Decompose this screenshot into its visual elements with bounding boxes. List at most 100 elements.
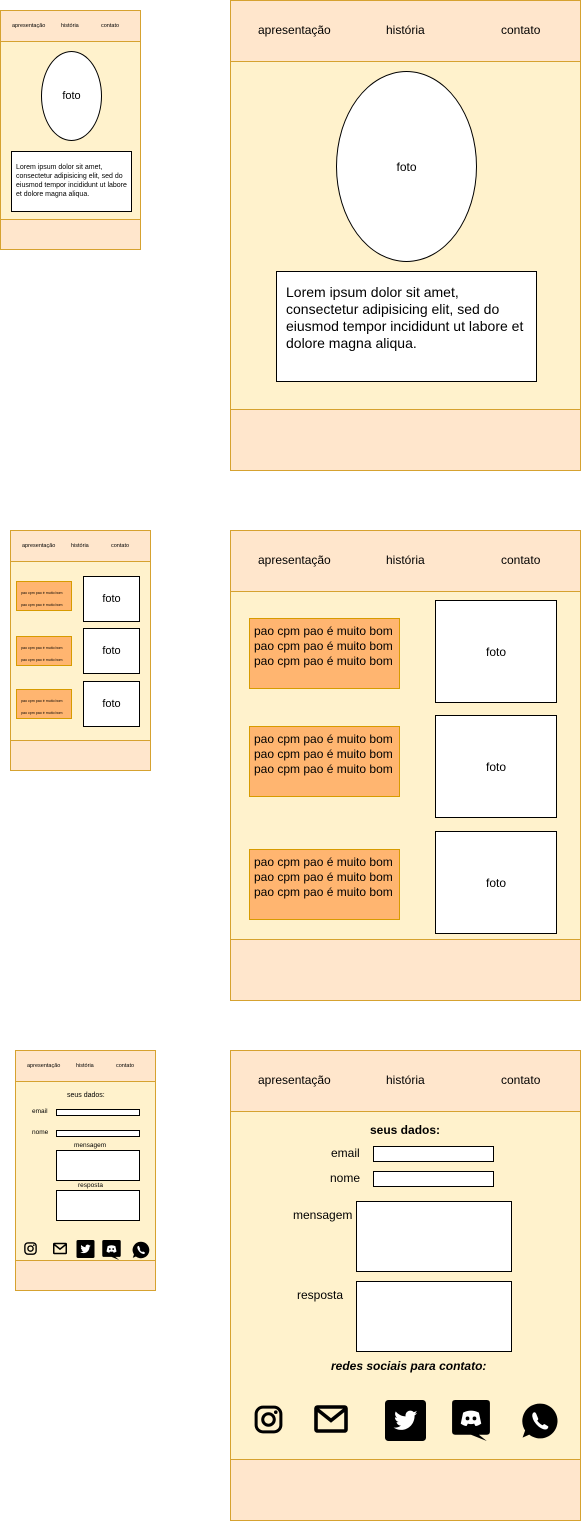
instagram-icon[interactable] — [252, 1403, 285, 1436]
card-text-line: pao cpm pao é muito bom — [21, 711, 63, 715]
photo-label: foto — [485, 875, 506, 890]
history-card: pao cpm pao é muito bom pao cpm pao é mu… — [249, 618, 400, 689]
email-label: email — [32, 1108, 48, 1115]
wireframe-history-mobile: apresentação história contato pao cpm pa… — [10, 530, 151, 771]
discord-icon[interactable] — [452, 1400, 490, 1441]
card-text-line: pao cpm pao é muito bom — [254, 762, 393, 776]
header: apresentação história contato — [231, 1051, 580, 1112]
history-card: pao cpm pao é muito bom pao cpm pao é mu… — [16, 636, 72, 666]
resposta-field[interactable] — [56, 1190, 140, 1221]
nav-apresentacao[interactable]: apresentação — [258, 553, 331, 567]
form-title: seus dados: — [67, 1092, 105, 1099]
nome-field[interactable] — [373, 1171, 494, 1187]
nav-apresentacao[interactable]: apresentação — [12, 23, 46, 29]
photo-label: foto — [102, 698, 121, 710]
nav-apresentacao[interactable]: apresentação — [258, 23, 331, 37]
card-text-line: pao cpm pao é muito bom — [21, 658, 63, 662]
card-text-line: pao cpm pao é muito bom — [21, 603, 63, 607]
photo-label: foto — [102, 593, 121, 605]
wireframe-history-desktop: apresentação história contato pao cpm pa… — [230, 530, 581, 1001]
card-text-line: pao cpm pao é muito bom — [21, 699, 63, 703]
photo-placeholder: foto — [435, 831, 557, 934]
wireframe-contact-mobile: apresentação história contato seus dados… — [15, 1050, 156, 1291]
card-text-line: pao cpm pao é muito bom — [254, 732, 393, 746]
card-text-line: pao cpm pao é muito bom — [254, 654, 393, 668]
whatsapp-icon[interactable] — [132, 1241, 150, 1259]
nav-apresentacao[interactable]: apresentação — [27, 1063, 61, 1069]
email-label: email — [331, 1146, 360, 1160]
nav-contato[interactable]: contato — [111, 543, 130, 549]
photo-placeholder: foto — [336, 71, 477, 262]
nav-apresentacao[interactable]: apresentação — [258, 1073, 331, 1087]
mensagem-label: mensagem — [74, 1142, 107, 1149]
photo-placeholder: foto — [83, 576, 140, 622]
card-text-line: pao cpm pao é muito bom — [254, 855, 393, 869]
photo-label: foto — [485, 644, 506, 659]
twitter-icon[interactable] — [385, 1400, 426, 1441]
footer — [231, 939, 580, 1000]
history-card: pao cpm pao é muito bom pao cpm pao é mu… — [249, 849, 400, 920]
nav-historia[interactable]: história — [386, 553, 425, 567]
resposta-label: resposta — [78, 1182, 103, 1189]
footer — [16, 1260, 155, 1290]
photo-placeholder: foto — [435, 600, 557, 703]
photo-placeholder: foto — [83, 628, 140, 674]
nav-apresentacao[interactable]: apresentação — [22, 543, 56, 549]
nav-historia[interactable]: história — [386, 1073, 425, 1087]
footer — [231, 1459, 580, 1520]
resposta-field[interactable] — [356, 1281, 512, 1352]
footer — [1, 219, 140, 249]
history-card: pao cpm pao é muito bom pao cpm pao é mu… — [16, 689, 72, 719]
photo-label: foto — [102, 645, 121, 657]
photo-placeholder: foto — [435, 715, 557, 818]
nav-contato[interactable]: contato — [116, 1063, 135, 1069]
card-text-line: pao cpm pao é muito bom — [21, 591, 63, 595]
nav-historia[interactable]: história — [76, 1063, 94, 1069]
email-field[interactable] — [373, 1146, 494, 1162]
nav-contato[interactable]: contato — [501, 553, 541, 567]
photo-label: foto — [396, 159, 417, 174]
history-card: pao cpm pao é muito bom pao cpm pao é mu… — [249, 726, 400, 797]
nome-label: nome — [330, 1171, 361, 1185]
footer — [11, 740, 150, 770]
nav-historia[interactable]: história — [71, 543, 89, 549]
email-icon[interactable] — [50, 1241, 70, 1256]
email-icon[interactable] — [309, 1401, 353, 1437]
nav-contato[interactable]: contato — [501, 23, 541, 37]
header: apresentação história contato — [16, 1051, 155, 1082]
wireframe-home-mobile: apresentação história contato foto Lorem… — [0, 10, 141, 250]
nav-contato[interactable]: contato — [101, 23, 120, 29]
nome-label: nome — [32, 1129, 49, 1136]
form-title: seus dados: — [370, 1123, 441, 1137]
intro-text: Lorem ipsum dolor sit amet, consectetur … — [286, 284, 524, 351]
history-card: pao cpm pao é muito bom pao cpm pao é mu… — [16, 581, 72, 611]
twitter-icon[interactable] — [76, 1240, 95, 1258]
nav-contato[interactable]: contato — [501, 1073, 541, 1087]
wireframe-home-desktop: apresentação história contato foto Lorem… — [230, 0, 581, 471]
card-text-line: pao cpm pao é muito bom — [254, 870, 393, 884]
card-text-line: pao cpm pao é muito bom — [254, 639, 393, 653]
intro-text-box: Lorem ipsum dolor sit amet, consectetur … — [276, 271, 537, 382]
wireframe-contact-desktop: apresentação história contato seus dados… — [230, 1050, 581, 1521]
resposta-label: resposta — [297, 1288, 344, 1302]
card-text-line: pao cpm pao é muito bom — [254, 624, 393, 638]
instagram-icon[interactable] — [23, 1241, 38, 1256]
header: apresentação história contato — [231, 1, 580, 62]
discord-icon[interactable] — [102, 1240, 121, 1260]
mensagem-field[interactable] — [56, 1150, 140, 1181]
card-text-line: pao cpm pao é muito bom — [254, 747, 393, 761]
header: apresentação história contato — [1, 11, 140, 42]
photo-label: foto — [62, 90, 81, 102]
whatsapp-icon[interactable] — [521, 1402, 559, 1440]
social-title: redes sociais para contato: — [331, 1359, 487, 1373]
nome-field[interactable] — [56, 1130, 140, 1137]
photo-placeholder: foto — [41, 51, 102, 141]
intro-text: Lorem ipsum dolor sit amet, consectetur … — [16, 164, 127, 198]
header: apresentação história contato — [11, 531, 150, 562]
photo-label: foto — [485, 759, 506, 774]
nav-historia[interactable]: história — [386, 23, 425, 37]
mensagem-field[interactable] — [356, 1201, 512, 1272]
footer — [231, 409, 580, 470]
email-field[interactable] — [56, 1109, 140, 1116]
nav-historia[interactable]: história — [61, 23, 79, 29]
